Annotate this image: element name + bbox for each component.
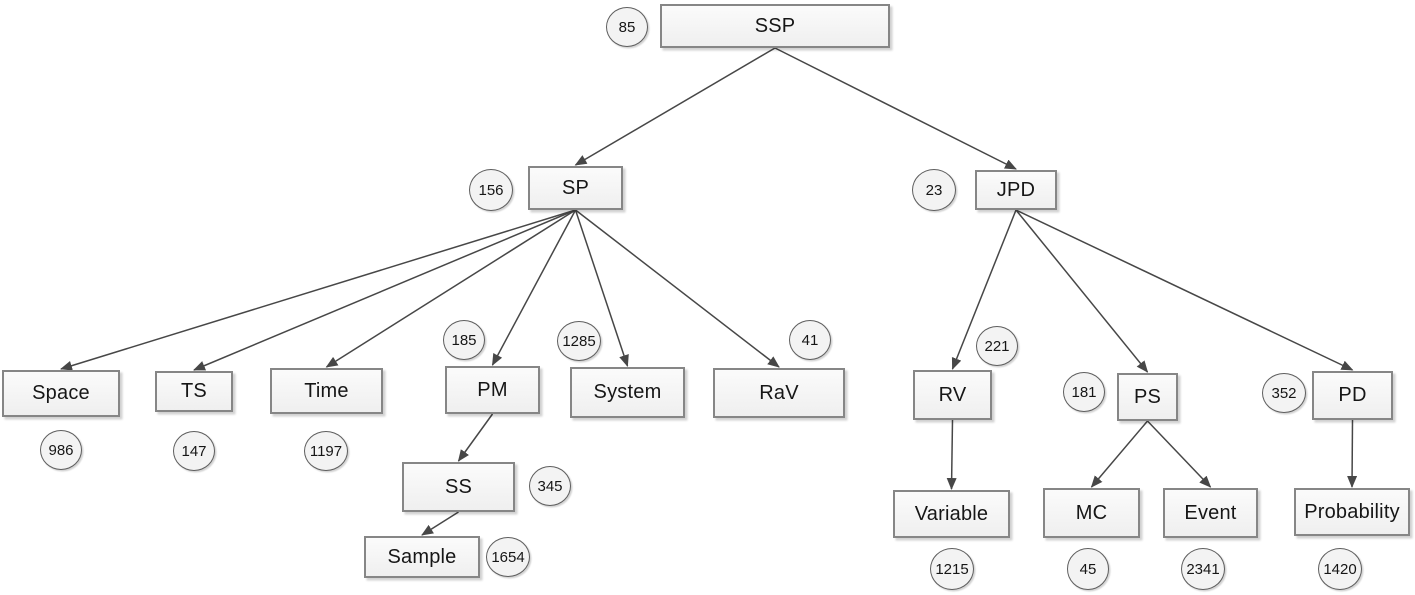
- count-badge-rv: 221: [976, 326, 1018, 366]
- edge-sp-to-space: [60, 209, 576, 371]
- count-badge-space: 986: [40, 430, 82, 470]
- count-badge-ssp: 85: [606, 7, 648, 47]
- count-badge-ss: 345: [529, 466, 571, 506]
- node-pm: PM: [445, 366, 540, 414]
- edges-group: [60, 47, 1358, 536]
- count-value-ts: 147: [181, 442, 207, 460]
- edge-sp-to-system: [574, 209, 629, 367]
- node-label-pm: PM: [477, 378, 508, 401]
- count-value-system: 1285: [562, 332, 596, 350]
- count-badge-ts: 147: [173, 431, 215, 471]
- count-badge-time: 1197: [304, 431, 348, 471]
- node-label-ss: SS: [444, 475, 473, 498]
- count-badge-event: 2341: [1181, 548, 1225, 590]
- node-label-sp: SP: [561, 176, 590, 199]
- count-value-space: 986: [48, 441, 74, 459]
- node-label-mc: MC: [1075, 501, 1108, 524]
- edge-sp-to-ts: [193, 209, 576, 371]
- node-label-ps: PS: [1133, 385, 1162, 408]
- node-system: System: [570, 367, 685, 418]
- node-probability: Probability: [1294, 488, 1410, 536]
- count-badge-system: 1285: [557, 321, 601, 361]
- count-badge-pd: 352: [1262, 373, 1306, 413]
- count-badge-ps: 181: [1063, 372, 1105, 412]
- count-value-time: 1197: [309, 442, 343, 460]
- node-label-rv: RV: [938, 383, 967, 406]
- edge-rv-to-variable: [946, 419, 957, 490]
- node-label-jpd: JPD: [996, 178, 1036, 201]
- node-label-sample: Sample: [387, 545, 457, 568]
- count-badge-variable: 1215: [930, 548, 974, 590]
- count-value-mc: 45: [1079, 560, 1097, 578]
- node-ss: SS: [402, 462, 515, 512]
- node-label-space: Space: [32, 382, 90, 404]
- node-mc: MC: [1043, 488, 1140, 538]
- count-value-sample: 1654: [491, 548, 525, 566]
- count-value-rv: 221: [984, 337, 1010, 355]
- edge-pm-to-ss: [457, 413, 494, 462]
- node-label-rav: RaV: [759, 381, 799, 404]
- edge-jpd-to-pd: [1015, 209, 1354, 371]
- count-value-ssp: 85: [618, 18, 636, 36]
- edge-sp-to-rav: [575, 209, 780, 368]
- count-value-variable: 1215: [935, 560, 969, 578]
- count-value-jpd: 23: [925, 181, 943, 199]
- count-badge-sp: 156: [469, 169, 513, 211]
- count-value-sp: 156: [478, 181, 504, 199]
- count-value-ps: 181: [1071, 383, 1097, 401]
- node-event: Event: [1163, 488, 1258, 538]
- edge-ps-to-mc: [1090, 420, 1149, 488]
- node-rv: RV: [913, 370, 992, 420]
- node-label-system: System: [593, 381, 662, 403]
- node-label-time: Time: [304, 379, 349, 402]
- node-sample: Sample: [364, 536, 480, 578]
- node-label-ts: TS: [181, 380, 207, 402]
- node-jpd: JPD: [975, 170, 1057, 210]
- count-badge-mc: 45: [1067, 548, 1109, 590]
- count-value-pm: 185: [451, 331, 477, 349]
- node-label-event: Event: [1184, 501, 1237, 524]
- node-variable: Variable: [893, 490, 1010, 538]
- count-badge-sample: 1654: [486, 537, 530, 577]
- node-sp: SP: [528, 166, 623, 210]
- edge-sp-to-pm: [491, 209, 577, 366]
- node-ssp: SSP: [660, 4, 890, 48]
- edge-sp-to-time: [325, 209, 576, 368]
- edge-ss-to-sample: [421, 511, 459, 536]
- count-value-pd: 352: [1271, 384, 1297, 402]
- count-value-rav: 41: [801, 331, 819, 349]
- node-label-ssp: SSP: [754, 14, 796, 37]
- edge-ssp-to-jpd: [774, 47, 1017, 170]
- edge-ps-to-event: [1146, 420, 1212, 488]
- count-badge-probability: 1420: [1318, 548, 1362, 590]
- node-ts: TS: [155, 371, 233, 412]
- count-badge-pm: 185: [443, 320, 485, 360]
- count-value-event: 2341: [1186, 560, 1220, 578]
- node-ps: PS: [1117, 373, 1178, 421]
- count-value-ss: 345: [537, 477, 563, 495]
- count-value-probability: 1420: [1323, 560, 1357, 578]
- node-label-pd: PD: [1338, 384, 1367, 406]
- edge-jpd-to-rv: [951, 209, 1017, 370]
- count-badge-rav: 41: [789, 320, 831, 360]
- node-rav: RaV: [713, 368, 845, 418]
- node-space: Space: [2, 370, 120, 417]
- count-badge-jpd: 23: [912, 169, 956, 211]
- node-time: Time: [270, 368, 383, 414]
- edge-jpd-to-ps: [1015, 209, 1149, 373]
- node-label-variable: Variable: [914, 502, 989, 525]
- node-label-probability: Probability: [1304, 500, 1400, 523]
- edge-pd-to-probability: [1347, 419, 1358, 488]
- node-pd: PD: [1312, 371, 1393, 420]
- edge-ssp-to-sp: [574, 47, 776, 166]
